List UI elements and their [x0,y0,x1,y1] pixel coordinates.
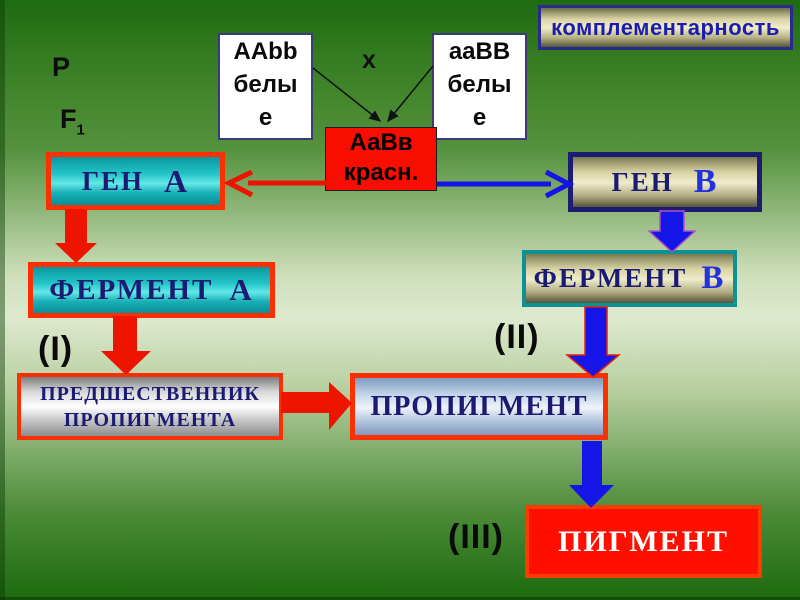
propigment-box: ПРОПИГМЕНТ [350,373,608,440]
enzyme-b-box: ФЕРМЕНТ В [522,250,737,307]
offspring-box: АаВв красн. [325,127,437,191]
gene-a-word: ГЕН [81,165,145,196]
arrow-gene-b-to-enzyme-b [647,210,697,254]
parent-a-line: AAbb [233,38,298,65]
propigment-label: ПРОПИГМЕНТ [370,390,588,422]
title-label: комплементарность [551,14,780,40]
parent-a-line: е [258,104,273,131]
parent-b-line: белы [447,71,512,98]
precursor-box: ПРЕДШЕСТВЕННИК ПРОПИГМЕНТА [17,373,283,440]
generation-f1-label: F1 [60,104,85,138]
gene-a-box: ГЕН А [46,152,225,210]
precursor-label: ПРЕДШЕСТВЕННИК ПРОПИГМЕНТА [40,382,260,431]
arrow-gene-a-to-enzyme-a [55,209,97,263]
gene-b-box: ГЕН В [568,152,762,212]
generation-p-label: P [52,52,71,82]
step-label-ii: (II) [494,318,540,356]
arrow-offspring-to-gene-b-head [544,169,575,199]
arrow-propigment-to-pigment [569,441,614,508]
parent-b-line: е [472,104,487,131]
parent-a-line: белы [233,71,298,98]
f-letter: F [60,104,77,134]
parent-b-box: aaBB белы е [432,33,527,140]
gene-b-word: ГЕН [611,166,674,197]
enzyme-a-word: ФЕРМЕНТ [49,273,214,306]
arrow-enzyme-a-to-precursor [101,316,151,375]
gene-a-letter: А [164,162,190,199]
enzyme-a-letter: А [229,272,254,307]
offspring-genotype: АаВв [349,129,413,156]
arrow-precursor-to-propigment [281,382,352,430]
pigment-label: ПИГМЕНТ [557,524,730,558]
f1-subscript: 1 [76,121,85,139]
cross-sign: х [362,46,376,74]
pigment-box: ПИГМЕНТ [525,505,762,578]
arrow-parent-a-to-offspring [312,67,382,122]
enzyme-b-word: ФЕРМЕНТ [533,263,688,293]
title-box: комплементарность [538,5,793,50]
gene-b-letter: В [693,163,719,200]
offspring-phenotype: красн. [343,159,419,186]
arrow-parent-b-to-offspring [387,65,434,123]
arrow-enzyme-b-to-propigment [564,306,622,378]
step-label-iii: (III) [448,518,504,556]
enzyme-a-box: ФЕРМЕНТ А [28,262,275,318]
enzyme-b-letter: В [701,260,726,296]
arrow-offspring-to-gene-a-head [223,169,254,198]
parent-a-box: AAbb белы е [218,33,313,140]
parent-b-line: aaBB [448,38,511,65]
step-label-i: (I) [38,330,74,368]
